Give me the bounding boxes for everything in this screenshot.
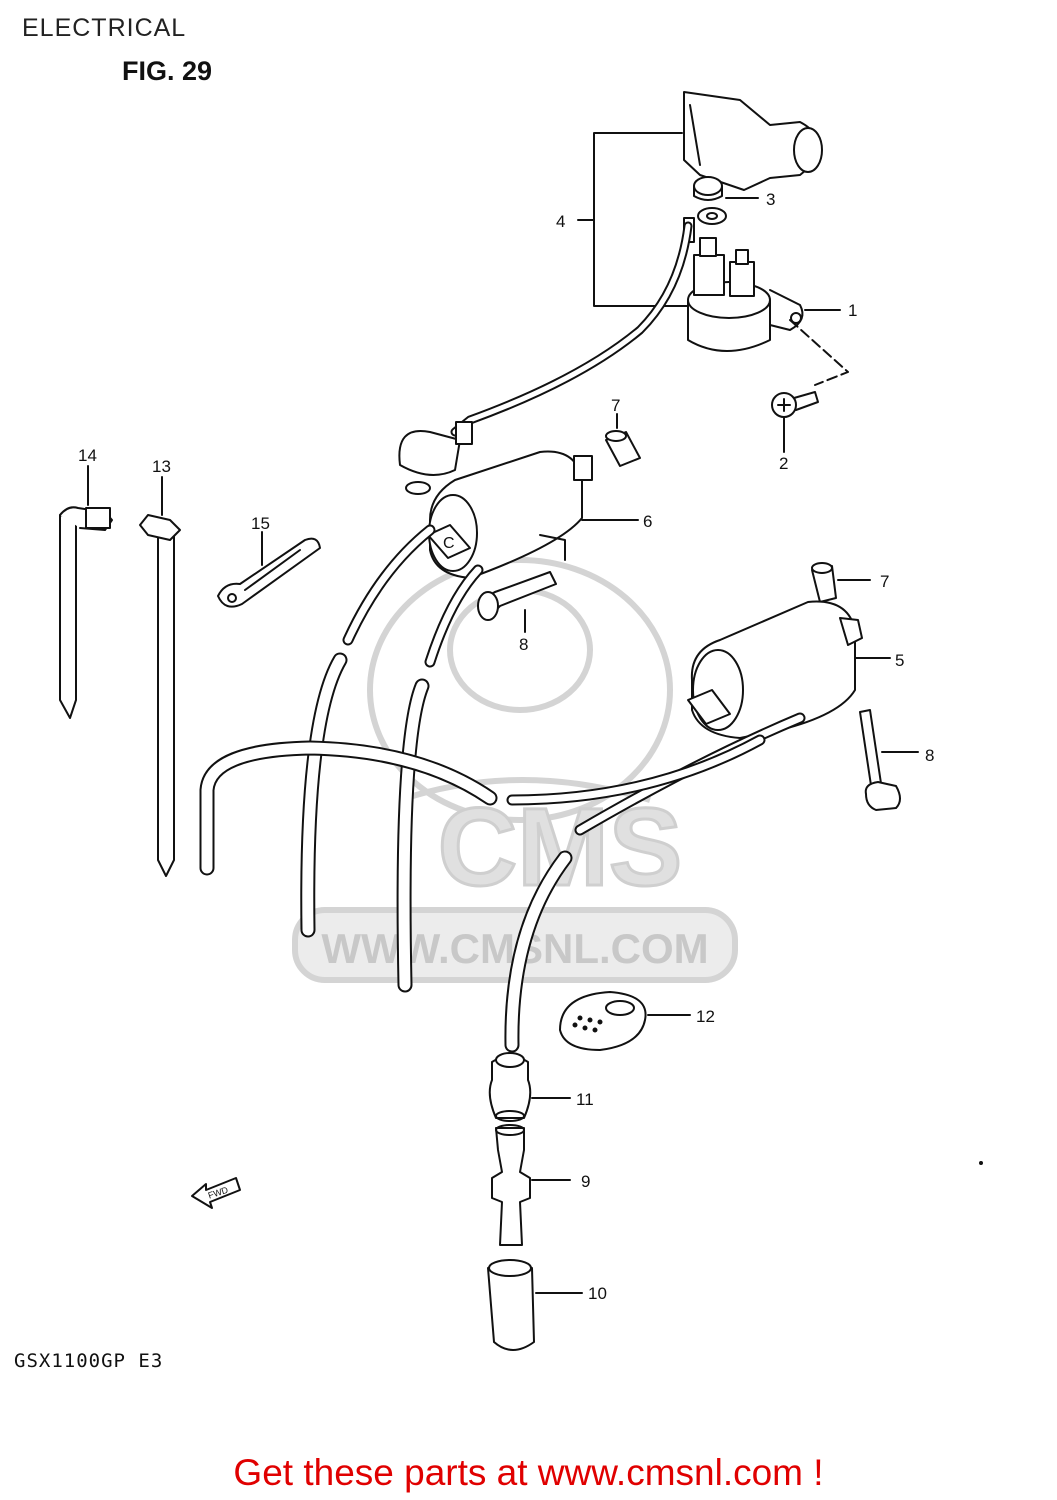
callout-15: 15 [251,514,270,533]
screw [771,391,819,418]
callout-6: 6 [643,512,652,531]
grommet [488,1052,532,1122]
callout-12: 12 [696,1007,715,1026]
svg-text:C: C [443,535,455,552]
relay-cap [683,91,823,191]
bolt-lower [859,709,901,811]
callout-8-lower: 8 [925,746,934,765]
model-code: GSX1100GP E3 [14,1350,164,1372]
callout-3: 3 [766,190,775,209]
nut [693,176,727,225]
bolt-upper [477,571,557,621]
ignition-coil-6: C [427,450,593,579]
page-title: ELECTRICAL [22,14,187,42]
ignition-coil-5 [687,600,863,739]
forward-arrow-icon: FWD [191,1177,241,1209]
callout-1: 1 [848,301,857,320]
callout-11: 11 [576,1090,594,1109]
strap-15 [217,537,321,608]
relay-terminal-boot [398,421,473,495]
band-14 [59,506,113,719]
parts-footer-link[interactable]: Get these parts at www.cmsnl.com ! [233,1452,824,1493]
callout-13: 13 [152,457,171,476]
callout-7-lower: 7 [880,572,889,591]
rubber-cap [559,991,647,1051]
plug-connector [491,1124,531,1246]
callout-8-upper: 8 [519,635,528,654]
callout-7-upper: 7 [611,396,620,415]
spacer-lower [811,562,837,603]
spacer-upper [605,430,641,467]
watermark-brand: CMS [438,786,682,909]
band-13 [139,514,181,877]
callout-2: 2 [779,454,788,473]
sleeve [487,1259,535,1351]
stray-mark [979,1161,983,1165]
callout-10: 10 [588,1284,607,1303]
callout-9: 9 [581,1172,590,1191]
starter-relay [683,217,804,352]
callout-5: 5 [895,651,904,670]
parts-diagram: CMS WWW.CMSNL.COM [59,91,983,1351]
figure-label: FIG. 29 [122,56,213,86]
callout-4: 4 [556,212,565,231]
callout-14: 14 [78,446,97,465]
